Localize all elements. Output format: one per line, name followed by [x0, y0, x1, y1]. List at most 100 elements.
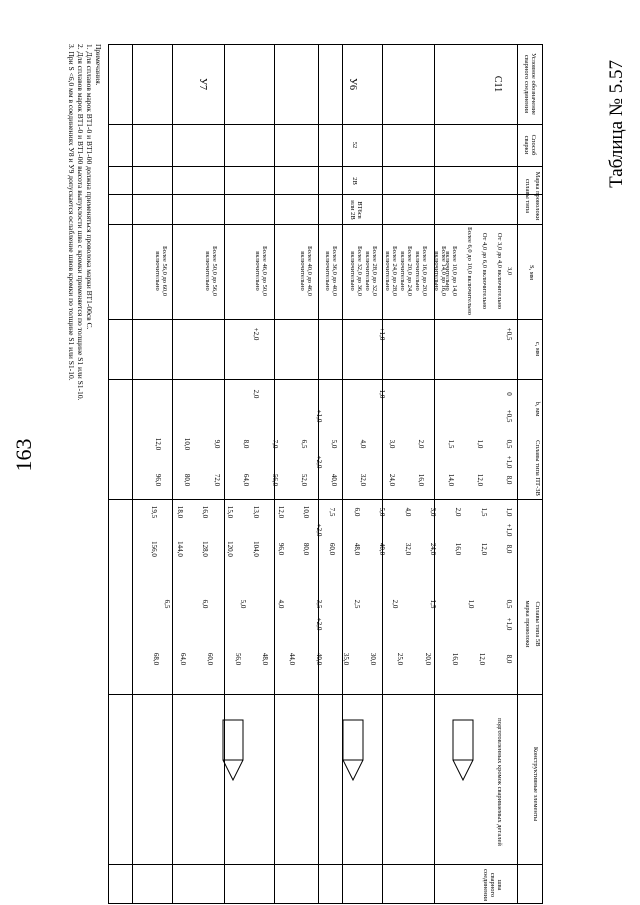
value-g_vt6: 2,5: [353, 599, 361, 609]
value-e_2v: 104,0: [251, 541, 260, 557]
header-b: b, мм: [534, 401, 541, 417]
value-e_pt3v: 16,0: [417, 473, 426, 487]
wire-b-value: ВТ6св или 2В: [349, 200, 363, 220]
value-g_2v: 2,0: [454, 507, 463, 517]
size-row: Более 32,0 до 36,0 включительно: [349, 245, 363, 297]
value-e_2v: 96,0: [277, 542, 285, 556]
value-g_vt6: 2,0: [391, 599, 399, 609]
value-e_2v: 32,0: [403, 542, 412, 556]
value-e_vt6: 48,0: [260, 652, 269, 666]
value-g_pt3v: 10,0: [183, 437, 192, 451]
value-g_pt3v: 5,0: [329, 439, 338, 449]
value-c_nom: +0,5: [505, 327, 513, 341]
header-alloys-5v: Сплавы типа 5В: [534, 601, 541, 647]
value-g_2v: 13,0: [251, 505, 260, 519]
value-e_vt6: 44,0: [287, 652, 296, 666]
size-row: Более 14,0 до 16,0 включительно: [433, 245, 447, 297]
value-e_vt6: 20,0: [423, 652, 432, 666]
size-row: Более 24,0 до 28,0 включительно: [384, 245, 398, 297]
value-b_dev: +1,0: [315, 409, 323, 423]
value-b_dev: +0,5: [505, 409, 513, 423]
value-g_2v: 5,0: [378, 507, 387, 517]
value-e_2v: 120,0: [226, 541, 235, 557]
value-g_pt3v: 3,0: [388, 439, 397, 449]
value-e_2v: 144,0: [175, 541, 184, 557]
wire-a-value: 2В: [351, 177, 358, 185]
size-row: Более 6,0 до 10,0 включительно: [466, 227, 473, 315]
value-e_pt3v: 96,0: [154, 473, 163, 487]
value-e_pt3v: 64,0: [241, 473, 250, 487]
value-g_2v: 6,0: [353, 507, 361, 517]
value-g_2v: 18,0: [175, 505, 184, 519]
row-code-c11: С11: [492, 75, 503, 93]
header-wire-brand2: марка проволоки: [524, 600, 531, 648]
size-row: Более 16,0 до 20,0 включительно: [414, 245, 428, 297]
value-g_vt6: 1,0: [467, 599, 475, 609]
value-g_2v: 16,0: [201, 505, 209, 519]
value-e_pt3v: 12,0: [475, 473, 484, 487]
value-e_2v: 80,0: [302, 542, 311, 556]
value-e_2v: 128,0: [201, 541, 209, 557]
value-e_pt3v: 40,0: [329, 473, 338, 487]
page-number: 163: [11, 438, 36, 472]
size-row: 3,0: [506, 266, 513, 276]
value-e_pt3v: 24,0: [388, 473, 397, 487]
value-e_pt3v: 14,0: [446, 473, 455, 487]
size-row: Более 56,0 до 60,0 включительно: [154, 245, 168, 297]
note-line: Примечания.: [94, 44, 103, 86]
value-e_vt6: 56,0: [233, 652, 242, 666]
value-g_vt6: 5,0: [239, 599, 247, 609]
size-row: Более 20,0 до 24,0 включительно: [399, 245, 413, 297]
header-alloys-pt3v: Сплавы типа ПТ-3В: [534, 440, 541, 496]
header-wire-brand: Марка проволоки: [534, 171, 541, 221]
value-c_nom: +1,0: [378, 327, 387, 341]
value-e_pt3v: 72,0: [212, 473, 221, 487]
value-e_2v: 8,0: [505, 544, 513, 554]
value-e_pt3v: 32,0: [358, 473, 367, 487]
header-structural: Конструктивные элементы: [532, 746, 539, 822]
size-row: Более 50,0 до 56,0 включительно: [204, 245, 218, 297]
value-e_vt6: 16,0: [450, 652, 459, 666]
size-row: Более 28,0 до 32,0 включительно: [364, 245, 378, 297]
header-prepared-edges: подготовленных кромок свариваемых детале…: [496, 718, 503, 846]
value-g_2v: 10,0: [302, 505, 311, 519]
value-g_2v: 7,5: [327, 507, 336, 517]
row-divider: [517, 44, 518, 904]
value-e_pt3v: 52,0: [300, 473, 309, 487]
value-e_vt6: 35,0: [342, 652, 351, 666]
header-s: S, мм: [528, 264, 535, 281]
col-divider: [108, 124, 543, 125]
size-row: От 4,0 до 6,0 включительно: [481, 232, 488, 310]
value-e_2v: 16,0: [454, 542, 463, 556]
value-g_2v: 12,0: [277, 505, 285, 519]
col-divider: [108, 166, 543, 167]
row-code-u7: У7: [197, 77, 208, 91]
joint-drawings: [222, 719, 474, 782]
value-g_pt3v_dev: +2,0: [315, 455, 323, 469]
value-g_vt6: 1,5: [429, 599, 437, 609]
value-g_2v: 1,5: [479, 507, 488, 517]
method-value: 52: [351, 141, 358, 149]
value-g_pt3v: 7,0: [271, 439, 280, 449]
size-row: Более 40,0 до 46,0 включительно: [299, 245, 313, 297]
note-line: 3. При S <6,0 мм в соединениях У8 и У9 д…: [67, 44, 76, 381]
table-title: Таблица № 5.57: [606, 60, 627, 188]
value-g_2v: 3,0: [429, 507, 437, 517]
value-g_pt3v: 4,0: [358, 439, 367, 449]
size-row: От 3,0 до 4,0 включительно: [496, 232, 503, 310]
value-e_vt6: 68,0: [152, 652, 161, 666]
value-g_pt3v: 9,0: [212, 439, 221, 449]
col-divider: [108, 319, 543, 320]
value-g_2v: 19,5: [150, 505, 159, 519]
value-e_vt6: 8,0: [505, 654, 513, 664]
value-b_nom: 2,0: [251, 389, 260, 399]
value-c_nom: +2,0: [251, 327, 260, 341]
value-e_2v: 60,0: [327, 542, 336, 556]
value-e_2v: 24,0: [429, 542, 437, 556]
col-divider: [108, 499, 543, 500]
value-e_2v: 48,0: [353, 542, 361, 556]
col-divider: [108, 864, 543, 865]
col-divider: [108, 379, 543, 380]
value-g_pt3v: 2,0: [417, 439, 426, 449]
header-c: c, мм: [534, 341, 541, 357]
